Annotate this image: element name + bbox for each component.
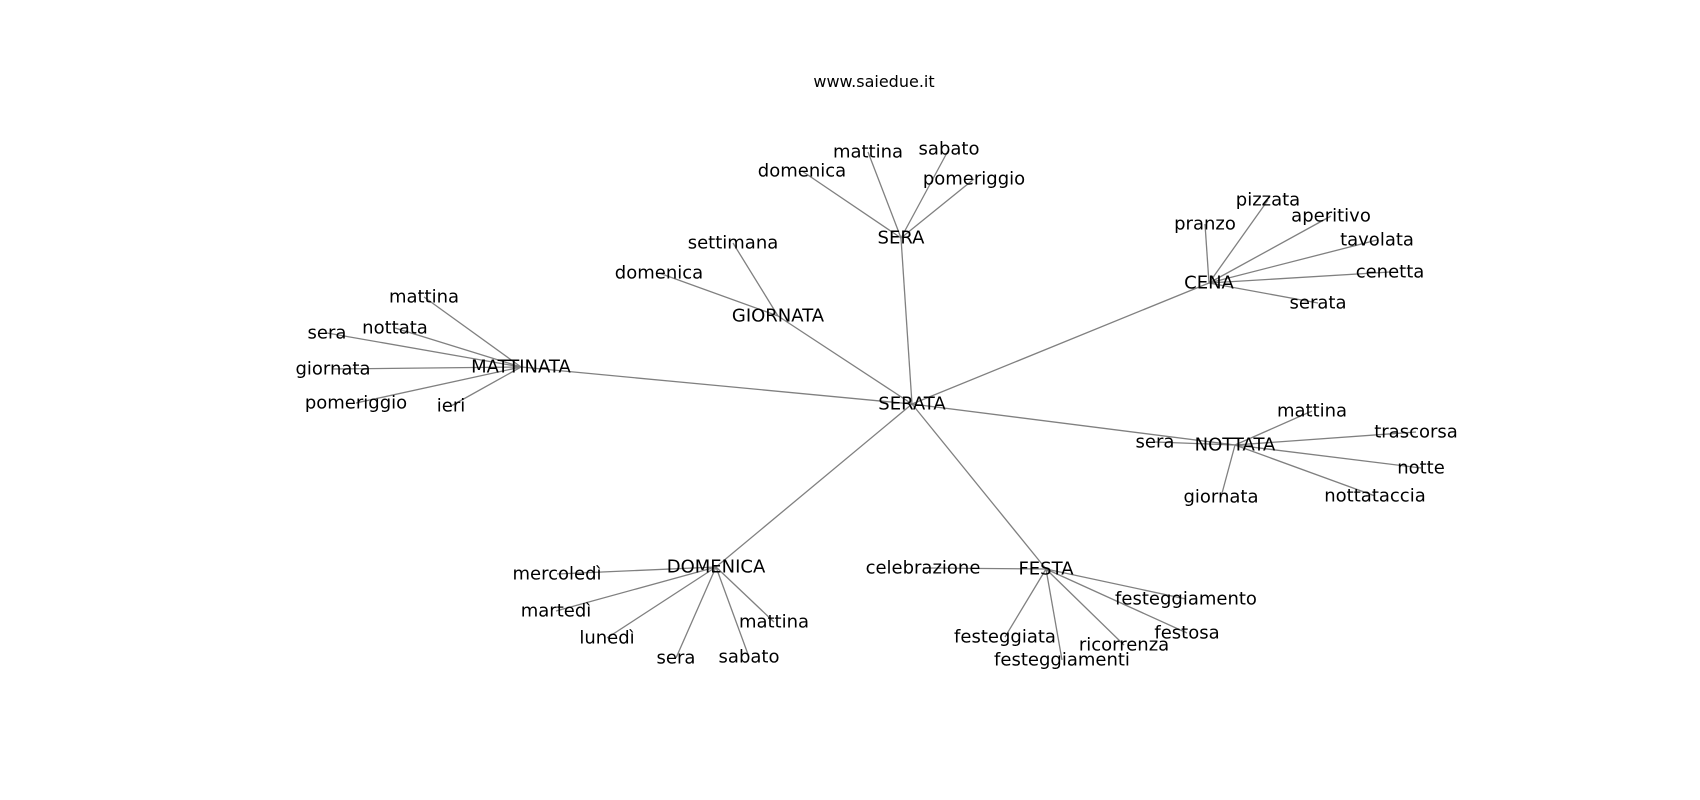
edge-branch-to-word bbox=[1234, 444, 1376, 497]
edge-center-to-branch bbox=[520, 366, 913, 405]
word-node: sera bbox=[1136, 432, 1175, 453]
edge-branch-to-word bbox=[1234, 444, 1422, 469]
edge-branch-to-word bbox=[732, 242, 779, 317]
word-node: domenica bbox=[758, 161, 846, 182]
edge-branch-to-word bbox=[1045, 568, 1063, 661]
word-node: mattina bbox=[833, 142, 903, 163]
edge-branch-to-word bbox=[900, 148, 950, 239]
word-node: settimana bbox=[688, 233, 779, 254]
edge-branch-to-word bbox=[1154, 441, 1236, 446]
edge-branch-to-word bbox=[1208, 199, 1269, 284]
edge-branch-to-word bbox=[1234, 431, 1417, 446]
edge-branch-to-word bbox=[715, 566, 775, 623]
edge-branch-to-word bbox=[867, 151, 902, 239]
word-node: nottata bbox=[362, 318, 428, 339]
word-node: pranzo bbox=[1174, 214, 1236, 235]
edge-branch-to-word bbox=[1208, 215, 1332, 284]
diagram-title: www.saiedue.it bbox=[813, 72, 934, 91]
word-node: lunedì bbox=[579, 628, 634, 649]
word-node: festeggiamenti bbox=[994, 650, 1130, 671]
edge-branch-to-word bbox=[394, 327, 522, 368]
word-node: festeggiamento bbox=[1115, 589, 1257, 610]
branch-node: FESTA bbox=[1018, 559, 1074, 580]
word-node: celebrazione bbox=[866, 558, 981, 579]
word-node: sabato bbox=[719, 647, 780, 668]
branch-node: GIORNATA bbox=[732, 306, 825, 327]
word-node: cenetta bbox=[1356, 262, 1425, 283]
center-node: SERATA bbox=[878, 394, 946, 415]
edge-center-to-branch bbox=[715, 403, 913, 568]
edge-center-to-branch bbox=[900, 237, 913, 405]
edge-branch-to-word bbox=[1045, 568, 1188, 634]
edge-branch-to-word bbox=[423, 296, 522, 368]
word-node: trascorsa bbox=[1374, 422, 1458, 443]
word-node: sabato bbox=[919, 139, 980, 160]
word-node: aperitivo bbox=[1291, 206, 1371, 227]
edges-layer bbox=[326, 148, 1422, 661]
word-node: giornata bbox=[295, 359, 370, 380]
word-node: mattina bbox=[739, 612, 809, 633]
word-node: mercoledì bbox=[512, 564, 601, 585]
branch-node: MATTINATA bbox=[471, 357, 571, 378]
edge-branch-to-word bbox=[715, 566, 750, 658]
word-node: pizzata bbox=[1236, 190, 1300, 211]
edge-branch-to-word bbox=[606, 566, 717, 639]
word-node: notte bbox=[1397, 458, 1445, 479]
word-node: ieri bbox=[437, 396, 465, 417]
edge-branch-to-word bbox=[1220, 444, 1236, 498]
edge-branch-to-word bbox=[801, 170, 902, 239]
word-node: festeggiata bbox=[954, 627, 1056, 648]
edge-branch-to-word bbox=[332, 366, 522, 370]
branch-node: SERA bbox=[878, 228, 926, 249]
edge-branch-to-word bbox=[326, 332, 522, 368]
branch-node: NOTTATA bbox=[1195, 435, 1276, 456]
word-node: pomeriggio bbox=[923, 169, 1025, 190]
edge-branch-to-word bbox=[555, 566, 717, 612]
edge-branch-to-word bbox=[1234, 410, 1313, 446]
edge-branch-to-word bbox=[450, 366, 522, 407]
branch-node: CENA bbox=[1184, 273, 1234, 294]
word-node: giornata bbox=[1183, 487, 1258, 508]
word-node: nottataccia bbox=[1324, 486, 1425, 507]
edge-center-to-branch bbox=[911, 403, 1236, 446]
edge-branch-to-word bbox=[1204, 223, 1210, 284]
edge-branch-to-word bbox=[922, 567, 1047, 570]
edge-branch-to-word bbox=[675, 566, 717, 659]
word-node: pomeriggio bbox=[305, 393, 407, 414]
edge-center-to-branch bbox=[911, 403, 1047, 570]
edge-branch-to-word bbox=[1004, 568, 1047, 638]
edge-branch-to-word bbox=[1208, 282, 1319, 304]
edge-branch-to-word bbox=[556, 566, 717, 575]
edge-branch-to-word bbox=[1045, 568, 1187, 600]
edge-center-to-branch bbox=[777, 315, 913, 405]
edge-branch-to-word bbox=[900, 178, 975, 239]
edge-branch-to-word bbox=[1045, 568, 1125, 646]
edge-branch-to-word bbox=[1208, 239, 1378, 284]
branch-node: DOMENICA bbox=[667, 557, 766, 578]
edge-center-to-branch bbox=[911, 282, 1210, 405]
edge-branch-to-word bbox=[658, 272, 779, 317]
edge-branch-to-word bbox=[1208, 271, 1391, 284]
word-node: serata bbox=[1290, 293, 1347, 314]
word-node: mattina bbox=[389, 287, 459, 308]
word-node: ricorrenza bbox=[1079, 635, 1169, 656]
edge-branch-to-word bbox=[355, 366, 522, 404]
word-node: sera bbox=[308, 323, 347, 344]
word-node: domenica bbox=[615, 263, 703, 284]
word-node: martedì bbox=[521, 601, 592, 622]
word-node: sera bbox=[657, 648, 696, 669]
word-node: festosa bbox=[1154, 623, 1219, 644]
word-node: tavolata bbox=[1340, 230, 1414, 251]
word-node: mattina bbox=[1277, 401, 1347, 422]
